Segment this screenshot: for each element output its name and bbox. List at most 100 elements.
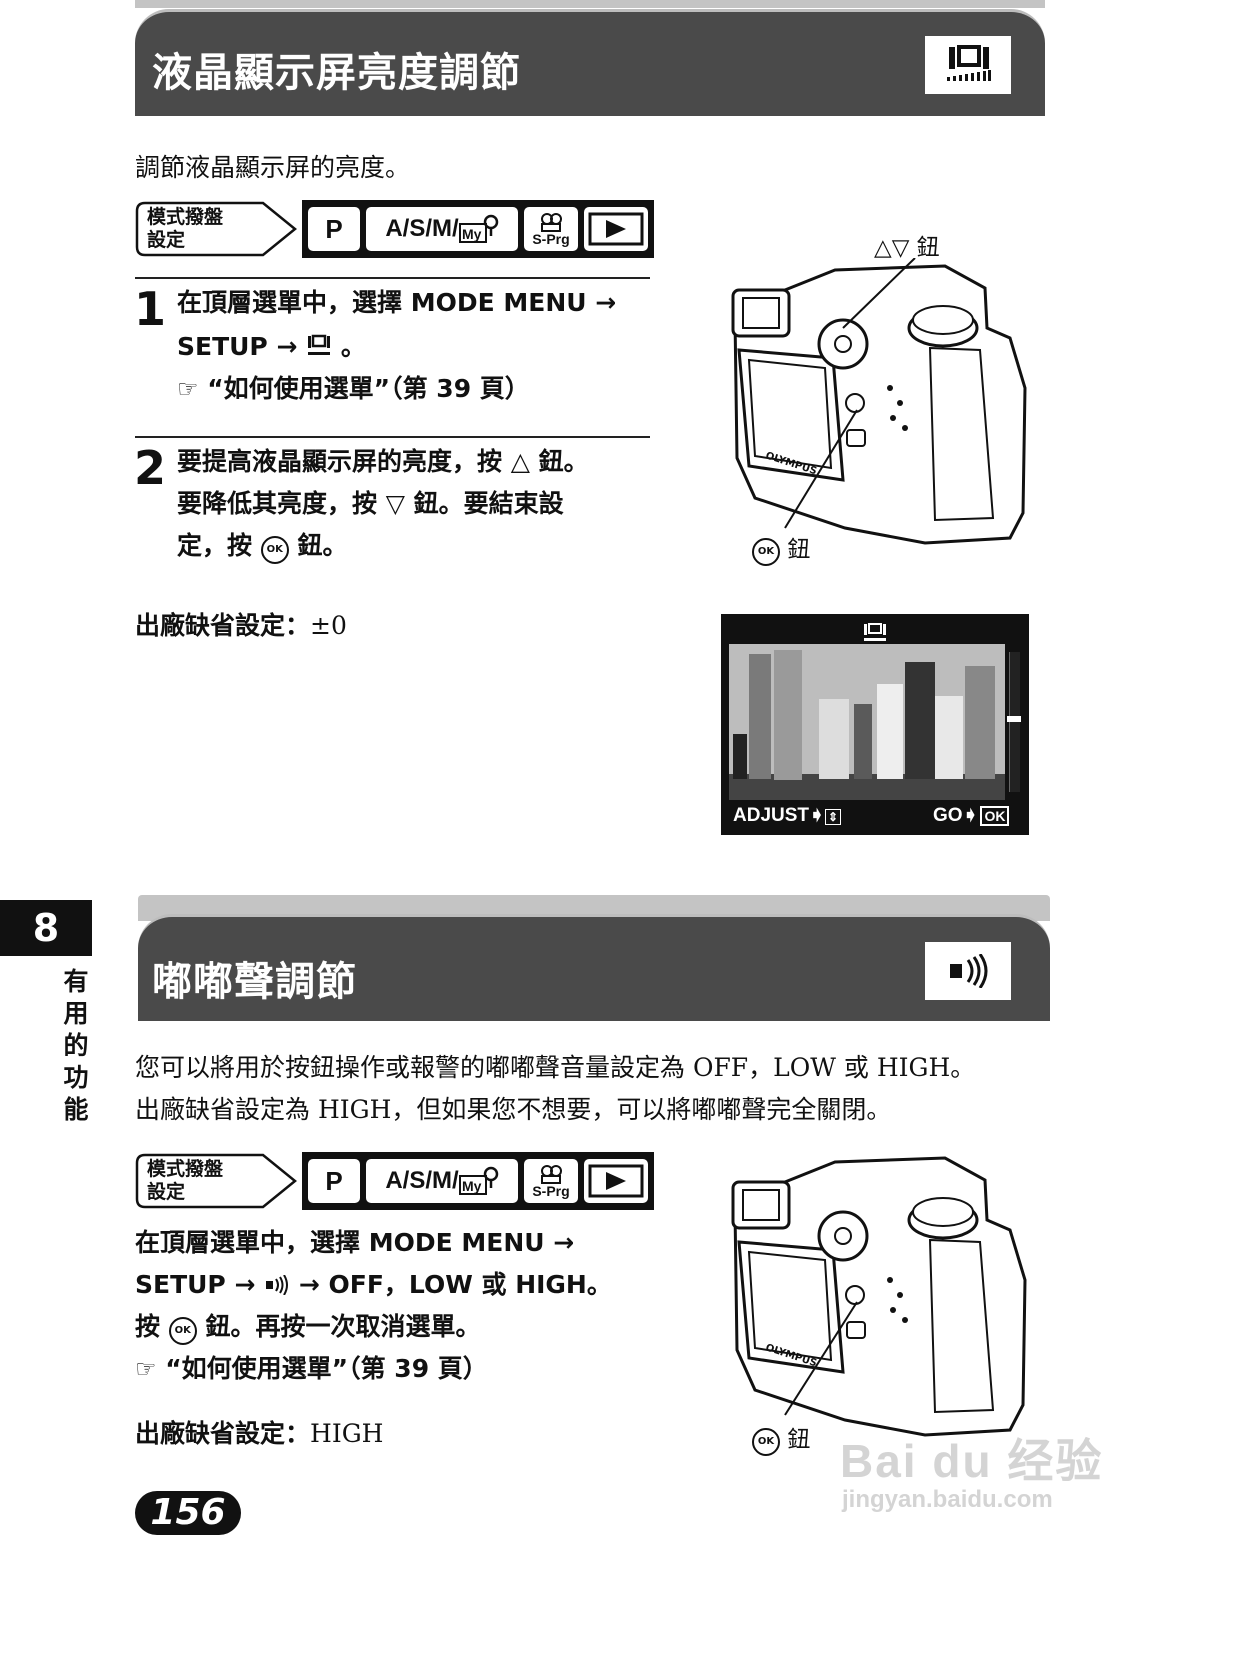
- lcd-adjust-label: ADJUST➧⇕: [733, 804, 841, 827]
- step1-line1: 在頂層選單中，選擇 MODE MENU →: [177, 288, 617, 317]
- step1-rule: [135, 277, 650, 279]
- pointing-hand-icon: ☞: [177, 375, 199, 403]
- step2-number: 2: [134, 441, 167, 495]
- playback-icon: [588, 212, 644, 246]
- pointing-hand-icon: ☞: [135, 1355, 157, 1383]
- arrows-button-caption: △▽ 鈕: [874, 235, 940, 261]
- mode-p: P: [308, 1159, 360, 1203]
- mode-sprg: S-Prg: [524, 207, 578, 251]
- ok-button-icon: OK: [168, 1317, 197, 1345]
- brightness-marker: [1007, 716, 1021, 722]
- section1-header: [135, 9, 1045, 116]
- lcd-brightness-small-icon: [308, 334, 331, 355]
- lcd-preview: ADJUST➧⇕ GO➧OK: [721, 614, 1029, 835]
- section2-default-label: 出廠缺省設定：: [135, 1419, 311, 1448]
- section2-ref-text: “如何使用選單”（第 39 頁）: [165, 1354, 488, 1383]
- arrow-right-icon: ➧: [962, 805, 979, 826]
- my-mode-icon: My: [458, 214, 498, 243]
- lcd-brightness-icon: [925, 36, 1011, 94]
- camera-illustration-2: OLYMPUS: [731, 1156, 1027, 1437]
- chapter-title-char: 的: [63, 1031, 89, 1060]
- step1-line2-end: 。: [340, 332, 366, 361]
- section2-intro-line2: 出廠缺省設定為 HIGH，但如果您不想要，可以將嘟嘟聲完全關閉。: [135, 1095, 892, 1124]
- mode-asm-label: A/S/M/: [385, 215, 459, 242]
- svg-text:My: My: [462, 1178, 482, 1194]
- section2-line1: 在頂層選單中，選擇 MODE MENU →: [135, 1228, 575, 1257]
- step1-line2-text: SETUP →: [177, 332, 298, 361]
- lcd-go-text: GO: [933, 805, 963, 826]
- camera-illustration-1: OLYMPUS: [731, 258, 1027, 545]
- step2-line3-b: 鈕。: [297, 531, 348, 560]
- step1-ref: ☞ “如何使用選單”（第 39 頁）: [177, 368, 530, 410]
- mode-playback: [584, 1159, 648, 1203]
- mode-sprg: S-Prg: [524, 1159, 578, 1203]
- lcd-ok-badge: OK: [980, 806, 1010, 826]
- section1-intro: 調節液晶顯示屏的亮度。: [135, 153, 411, 182]
- mode-p: P: [308, 207, 360, 251]
- mode-dial-label-line2: 設定: [147, 1181, 186, 1203]
- chapter-title-char: 用: [63, 999, 89, 1028]
- mode-sprg-label: S-Prg: [532, 231, 570, 247]
- watermark-url: jingyan.baidu.com: [842, 1486, 1053, 1513]
- chapter-title-vertical: 有 用 的 功 能: [60, 966, 92, 1126]
- mode-dial-label-line1: 模式撥盤: [147, 206, 224, 228]
- ok-button-caption-2: OK 鈕: [752, 1420, 810, 1456]
- mode-dial-label: 模式撥盤 設定: [135, 201, 297, 257]
- step1-number: 1: [134, 282, 167, 336]
- svg-text:My: My: [462, 226, 482, 242]
- step2-line2: 要降低其亮度，按 ▽ 鈕。要結束設: [177, 489, 564, 518]
- mode-dial-modes: P A/S/M/ My S-Prg: [302, 1152, 654, 1210]
- mode-asm: A/S/M/ My: [366, 207, 518, 251]
- ok-button-icon: OK: [260, 536, 289, 564]
- beep-small-icon: [266, 1274, 289, 1296]
- step2-line1: 要提高液晶顯示屏的亮度，按 △ 鈕。: [177, 447, 589, 476]
- section2-ref: ☞ “如何使用選單”（第 39 頁）: [135, 1348, 488, 1390]
- section1-default: 出廠缺省設定：±0: [135, 606, 347, 642]
- lcd-brightness-icon: [864, 623, 886, 641]
- section2-line2-b: → OFF，LOW 或 HIGH。: [298, 1270, 612, 1299]
- step2-rule: [135, 436, 650, 438]
- scene-program-icon: [541, 1165, 562, 1184]
- mode-dial-label-line2: 設定: [147, 229, 186, 251]
- my-mode-icon: My: [458, 1166, 498, 1195]
- section2-intro-line1: 您可以將用於按鈕操作或報警的嘟嘟聲音量設定為 OFF，LOW 或 HIGH。: [135, 1053, 976, 1082]
- chapter-number-tab: 8: [0, 900, 92, 956]
- mode-asm-label: A/S/M/: [385, 1167, 459, 1194]
- city-photo: [729, 644, 1005, 800]
- section1-default-label: 出廠缺省設定：: [135, 611, 311, 640]
- chapter-title-char: 有: [63, 967, 89, 996]
- step1-line2: SETUP → 。: [177, 326, 366, 368]
- mode-asm: A/S/M/ My: [366, 1159, 518, 1203]
- chapter-title-char: 能: [63, 1095, 89, 1124]
- mode-playback: [584, 207, 648, 251]
- step2-line3: 定，按 OK 鈕。: [177, 525, 347, 567]
- section2-line3-b: 鈕。再按一次取消選單。: [205, 1312, 481, 1341]
- section2-default-value: HIGH: [310, 1419, 384, 1448]
- step1-ref-text: “如何使用選單”（第 39 頁）: [207, 374, 530, 403]
- section2-title: 嘟嘟聲調節: [152, 959, 357, 1005]
- watermark-logo: Bai du 经验: [840, 1435, 1104, 1487]
- ok-button-caption-2-text: 鈕: [787, 1427, 811, 1453]
- chapter-title-char: 功: [63, 1063, 89, 1092]
- mode-dial-label: 模式撥盤 設定: [135, 1153, 297, 1209]
- arrow-right-icon: ➧: [809, 805, 825, 826]
- lcd-go-label: GO➧OK: [933, 804, 1010, 827]
- ok-button-caption-1-text: 鈕: [787, 537, 811, 563]
- up-down-icon: ⇕: [824, 809, 841, 825]
- mode-sprg-label: S-Prg: [532, 1183, 570, 1199]
- section2-line2-a: SETUP →: [135, 1270, 256, 1299]
- mode-dial-modes: P A/S/M/ My S-Prg: [302, 200, 654, 258]
- section1-default-value: ±0: [310, 611, 347, 640]
- section2-header: [138, 914, 1050, 1021]
- step2-line3-a: 定，按: [177, 531, 253, 560]
- section1-title: 液晶顯示屏亮度調節: [152, 50, 521, 96]
- ok-button-icon: OK: [752, 538, 780, 566]
- ok-button-caption-1: OK 鈕: [752, 530, 810, 566]
- section2-line2: SETUP → → OFF，LOW 或 HIGH。: [135, 1264, 612, 1306]
- ok-button-icon: OK: [752, 1428, 780, 1456]
- beep-icon: [925, 942, 1011, 1000]
- playback-icon: [588, 1164, 644, 1198]
- lcd-adjust-text: ADJUST: [733, 805, 810, 826]
- section2-line3: 按 OK 鈕。再按一次取消選單。: [135, 1306, 480, 1348]
- section1-header-strip: [135, 0, 1045, 8]
